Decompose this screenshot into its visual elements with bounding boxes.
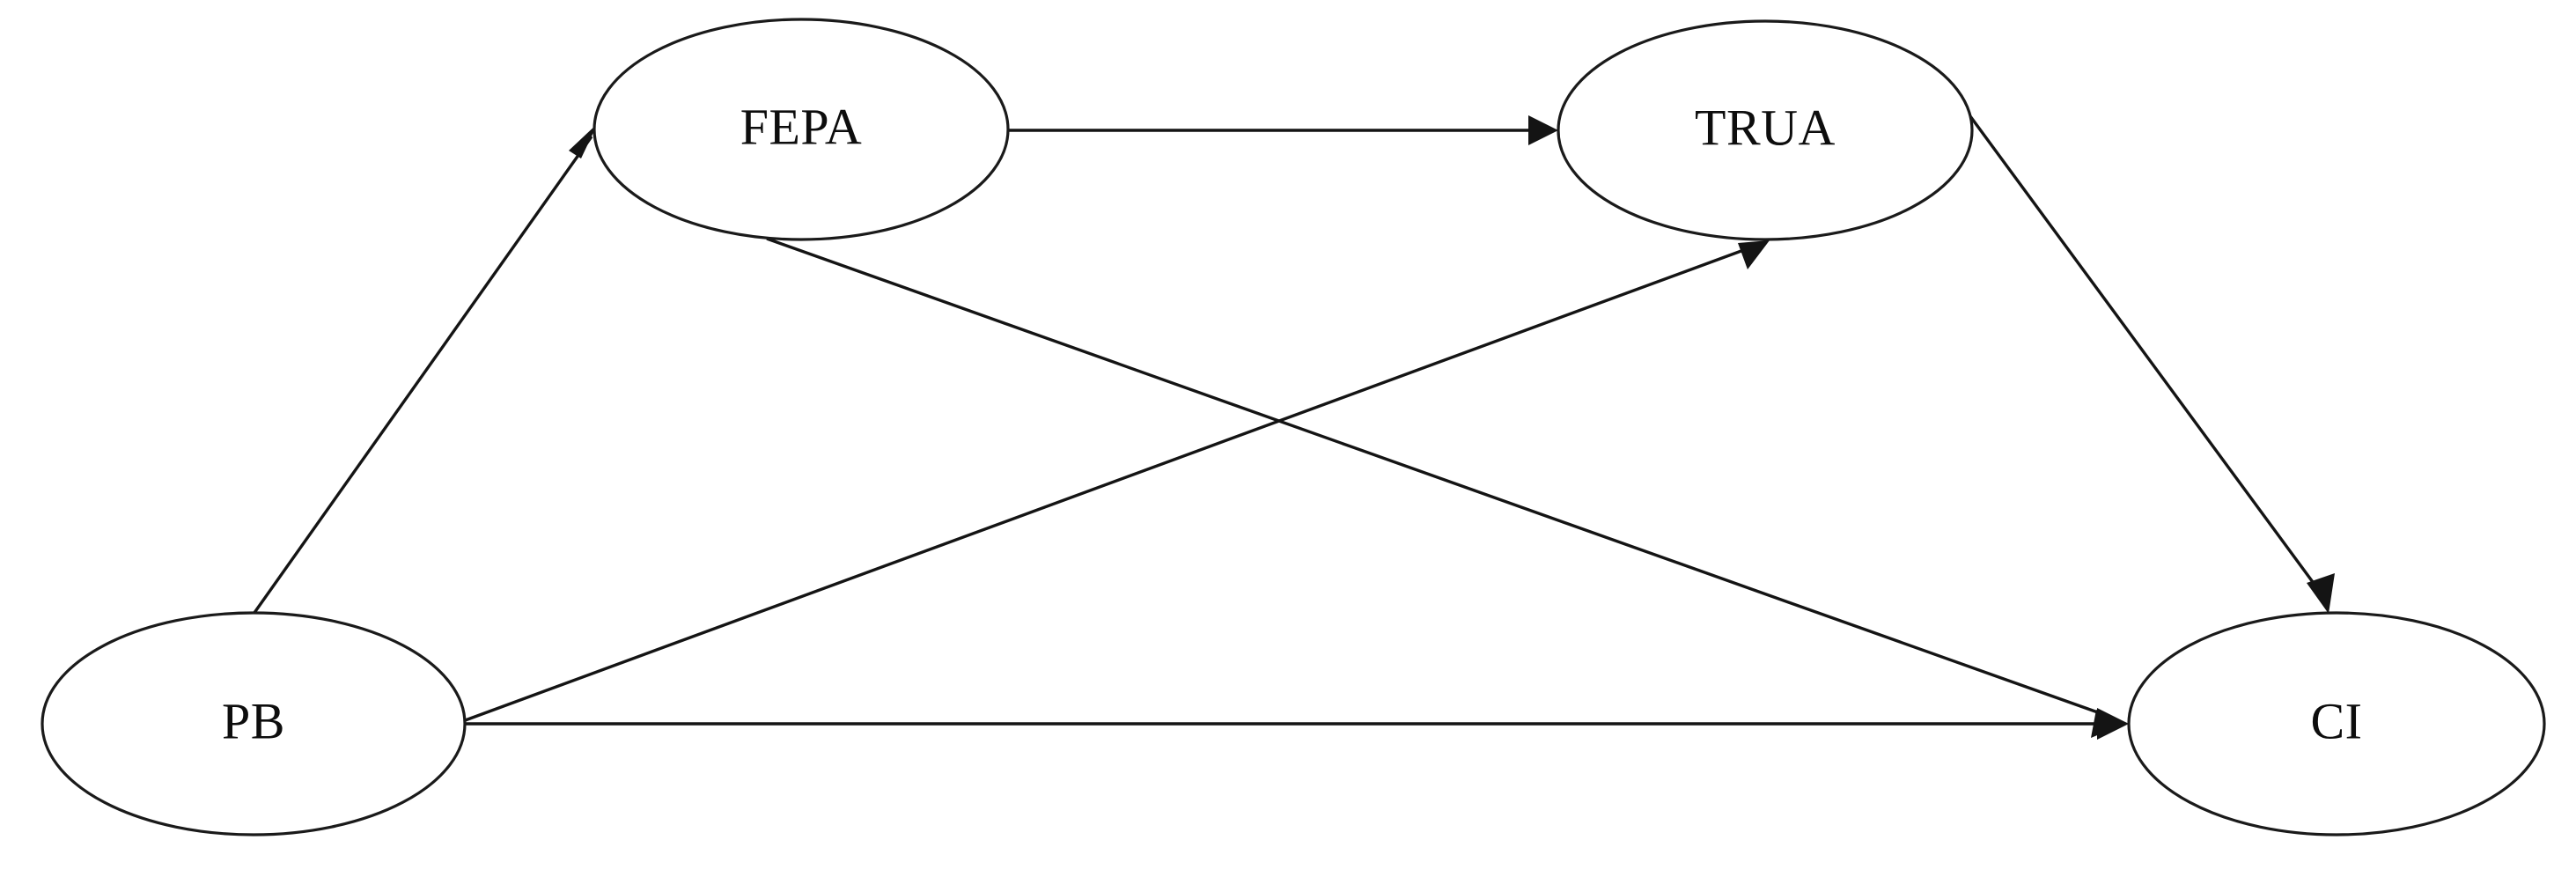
node-trua-ellipse bbox=[1557, 19, 1974, 241]
edge-fepa-to-ci-line bbox=[766, 237, 2109, 718]
node-ci-ellipse bbox=[2127, 611, 2546, 836]
node-fepa-ellipse bbox=[592, 18, 1010, 241]
edge-pb-to-fepa[interactable] bbox=[250, 123, 598, 617]
node-layer: FEPA TRUA PB CI bbox=[40, 18, 2546, 836]
edge-pb-to-fepa-arrowhead bbox=[569, 123, 598, 158]
edge-trua-to-ci[interactable] bbox=[1966, 111, 2335, 614]
node-ci[interactable]: CI bbox=[2127, 611, 2546, 836]
node-fepa[interactable]: FEPA bbox=[592, 18, 1010, 241]
edge-pb-to-trua[interactable] bbox=[460, 240, 1770, 724]
edge-trua-to-ci-line bbox=[1966, 111, 2324, 597]
node-fepa-label: FEPA bbox=[740, 98, 863, 155]
node-pb-label: PB bbox=[222, 692, 285, 749]
node-pb[interactable]: PB bbox=[40, 611, 467, 836]
edge-fepa-to-ci[interactable] bbox=[766, 237, 2127, 738]
edge-pb-to-trua-line bbox=[460, 247, 1749, 724]
edge-fepa-to-trua-arrowhead bbox=[1528, 115, 1558, 145]
edge-layer bbox=[250, 111, 2335, 740]
edge-pb-to-ci[interactable] bbox=[460, 708, 2129, 740]
node-trua[interactable]: TRUA bbox=[1557, 19, 1974, 241]
edge-pb-to-fepa-line bbox=[250, 136, 593, 617]
node-trua-label: TRUA bbox=[1695, 99, 1836, 156]
edge-pb-to-ci-arrowhead bbox=[2097, 708, 2129, 740]
node-pb-ellipse bbox=[40, 611, 467, 836]
edge-fepa-to-trua[interactable] bbox=[1009, 115, 1558, 145]
node-ci-label: CI bbox=[2311, 692, 2363, 749]
edge-pb-to-trua-arrowhead bbox=[1738, 240, 1770, 269]
edge-trua-to-ci-arrowhead bbox=[2307, 573, 2335, 614]
